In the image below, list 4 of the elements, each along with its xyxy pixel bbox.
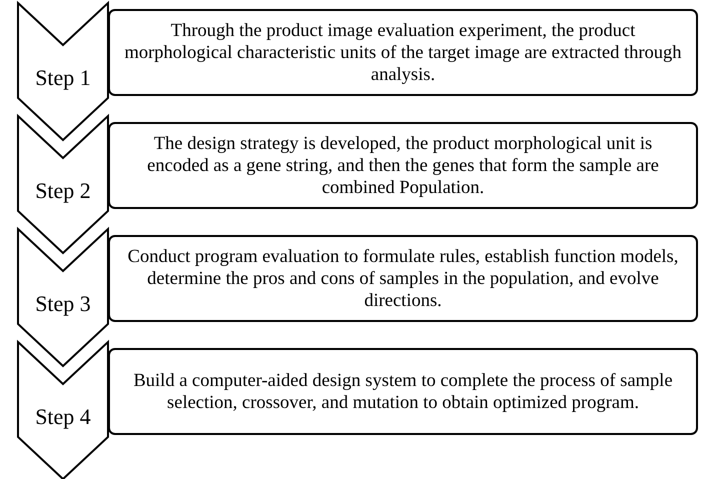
step-label: Step 2 [34, 178, 92, 204]
step-label: Step 1 [34, 65, 92, 91]
step-label: Step 3 [34, 291, 92, 317]
step-label: Step 4 [34, 404, 92, 430]
